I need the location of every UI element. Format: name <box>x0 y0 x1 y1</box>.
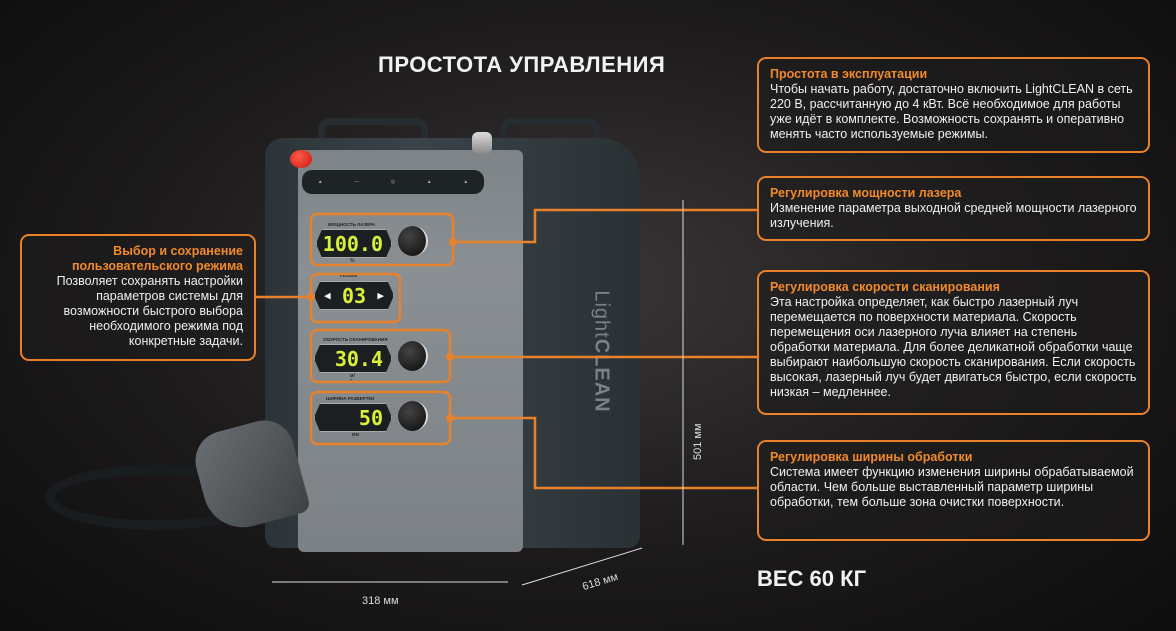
width-knob <box>398 401 428 431</box>
feature-title: Простота в эксплуатации <box>770 67 928 81</box>
feature-scan-width: Регулировка ширины обработки Система име… <box>757 440 1150 541</box>
mode-display: ◀ 03 ▶ <box>314 281 394 310</box>
handle <box>318 118 428 148</box>
power-label: МОЩНОСТЬ ЛАЗЕРА <box>328 222 376 227</box>
indicator-strip: ▲—◎▲▲ <box>302 170 484 194</box>
speed-knob <box>398 341 428 371</box>
key-switch <box>472 132 492 154</box>
width-label: ШИРИНА РАЗВЕРТКИ <box>326 396 375 401</box>
width-connector <box>450 416 757 490</box>
mode-next-arrow: ▶ <box>377 289 384 302</box>
speed-label: СКОРОСТЬ СКАНИРОВАНИЯ <box>323 337 388 342</box>
feature-title: Регулировка ширины обработки <box>770 450 973 464</box>
speed-highlight <box>309 328 452 384</box>
feature-text: Чтобы начать работу, достаточно включить… <box>770 82 1133 141</box>
power-connector <box>453 208 757 244</box>
mode-prev-arrow: ◀ <box>324 289 331 302</box>
handle <box>500 118 600 148</box>
emergency-stop-button <box>290 150 312 168</box>
width-highlight <box>309 390 452 446</box>
speed-display: 30.4 <box>314 344 392 373</box>
feature-text: Позволяет сохранять настройки параметров… <box>56 274 243 348</box>
height-dimension: 501 мм <box>692 423 704 460</box>
power-knob <box>398 226 428 256</box>
feature-text: Система имеет функцию изменения ширины о… <box>770 465 1134 509</box>
feature-text: Эта настройка определяет, как быстро лаз… <box>770 295 1137 399</box>
power-display: 100.0 <box>316 229 392 258</box>
width-display: 50 <box>314 403 392 432</box>
page-title: ПРОСТОТА УПРАВЛЕНИЯ <box>378 52 666 77</box>
depth-dimension-line <box>521 547 643 586</box>
width-dimension: 318 мм <box>362 595 399 607</box>
feature-ease-of-use: Простота в эксплуатации Чтобы начать раб… <box>757 57 1150 153</box>
mode-value: 03 <box>341 283 367 308</box>
mode-highlight <box>309 272 402 324</box>
feature-scan-speed: Регулировка скорости сканирования Эта на… <box>757 270 1150 415</box>
power-highlight <box>309 212 455 267</box>
feature-laser-power: Регулировка мощности лазера Изменение па… <box>757 176 1150 241</box>
width-unit: мм <box>352 432 359 438</box>
mode-label: РЕЖИМ <box>340 273 358 278</box>
feature-text: Изменение параметра выходной средней мощ… <box>770 201 1137 230</box>
feature-title: Регулировка мощности лазера <box>770 186 962 200</box>
weight-label: ВЕС 60 КГ <box>757 566 867 591</box>
feature-user-mode: Выбор и сохранение пользовательского реж… <box>20 234 256 361</box>
power-unit: % <box>350 258 355 264</box>
feature-title: Выбор и сохранение пользовательского реж… <box>71 244 243 273</box>
feature-title: Регулировка скорости сканирования <box>770 280 1000 294</box>
